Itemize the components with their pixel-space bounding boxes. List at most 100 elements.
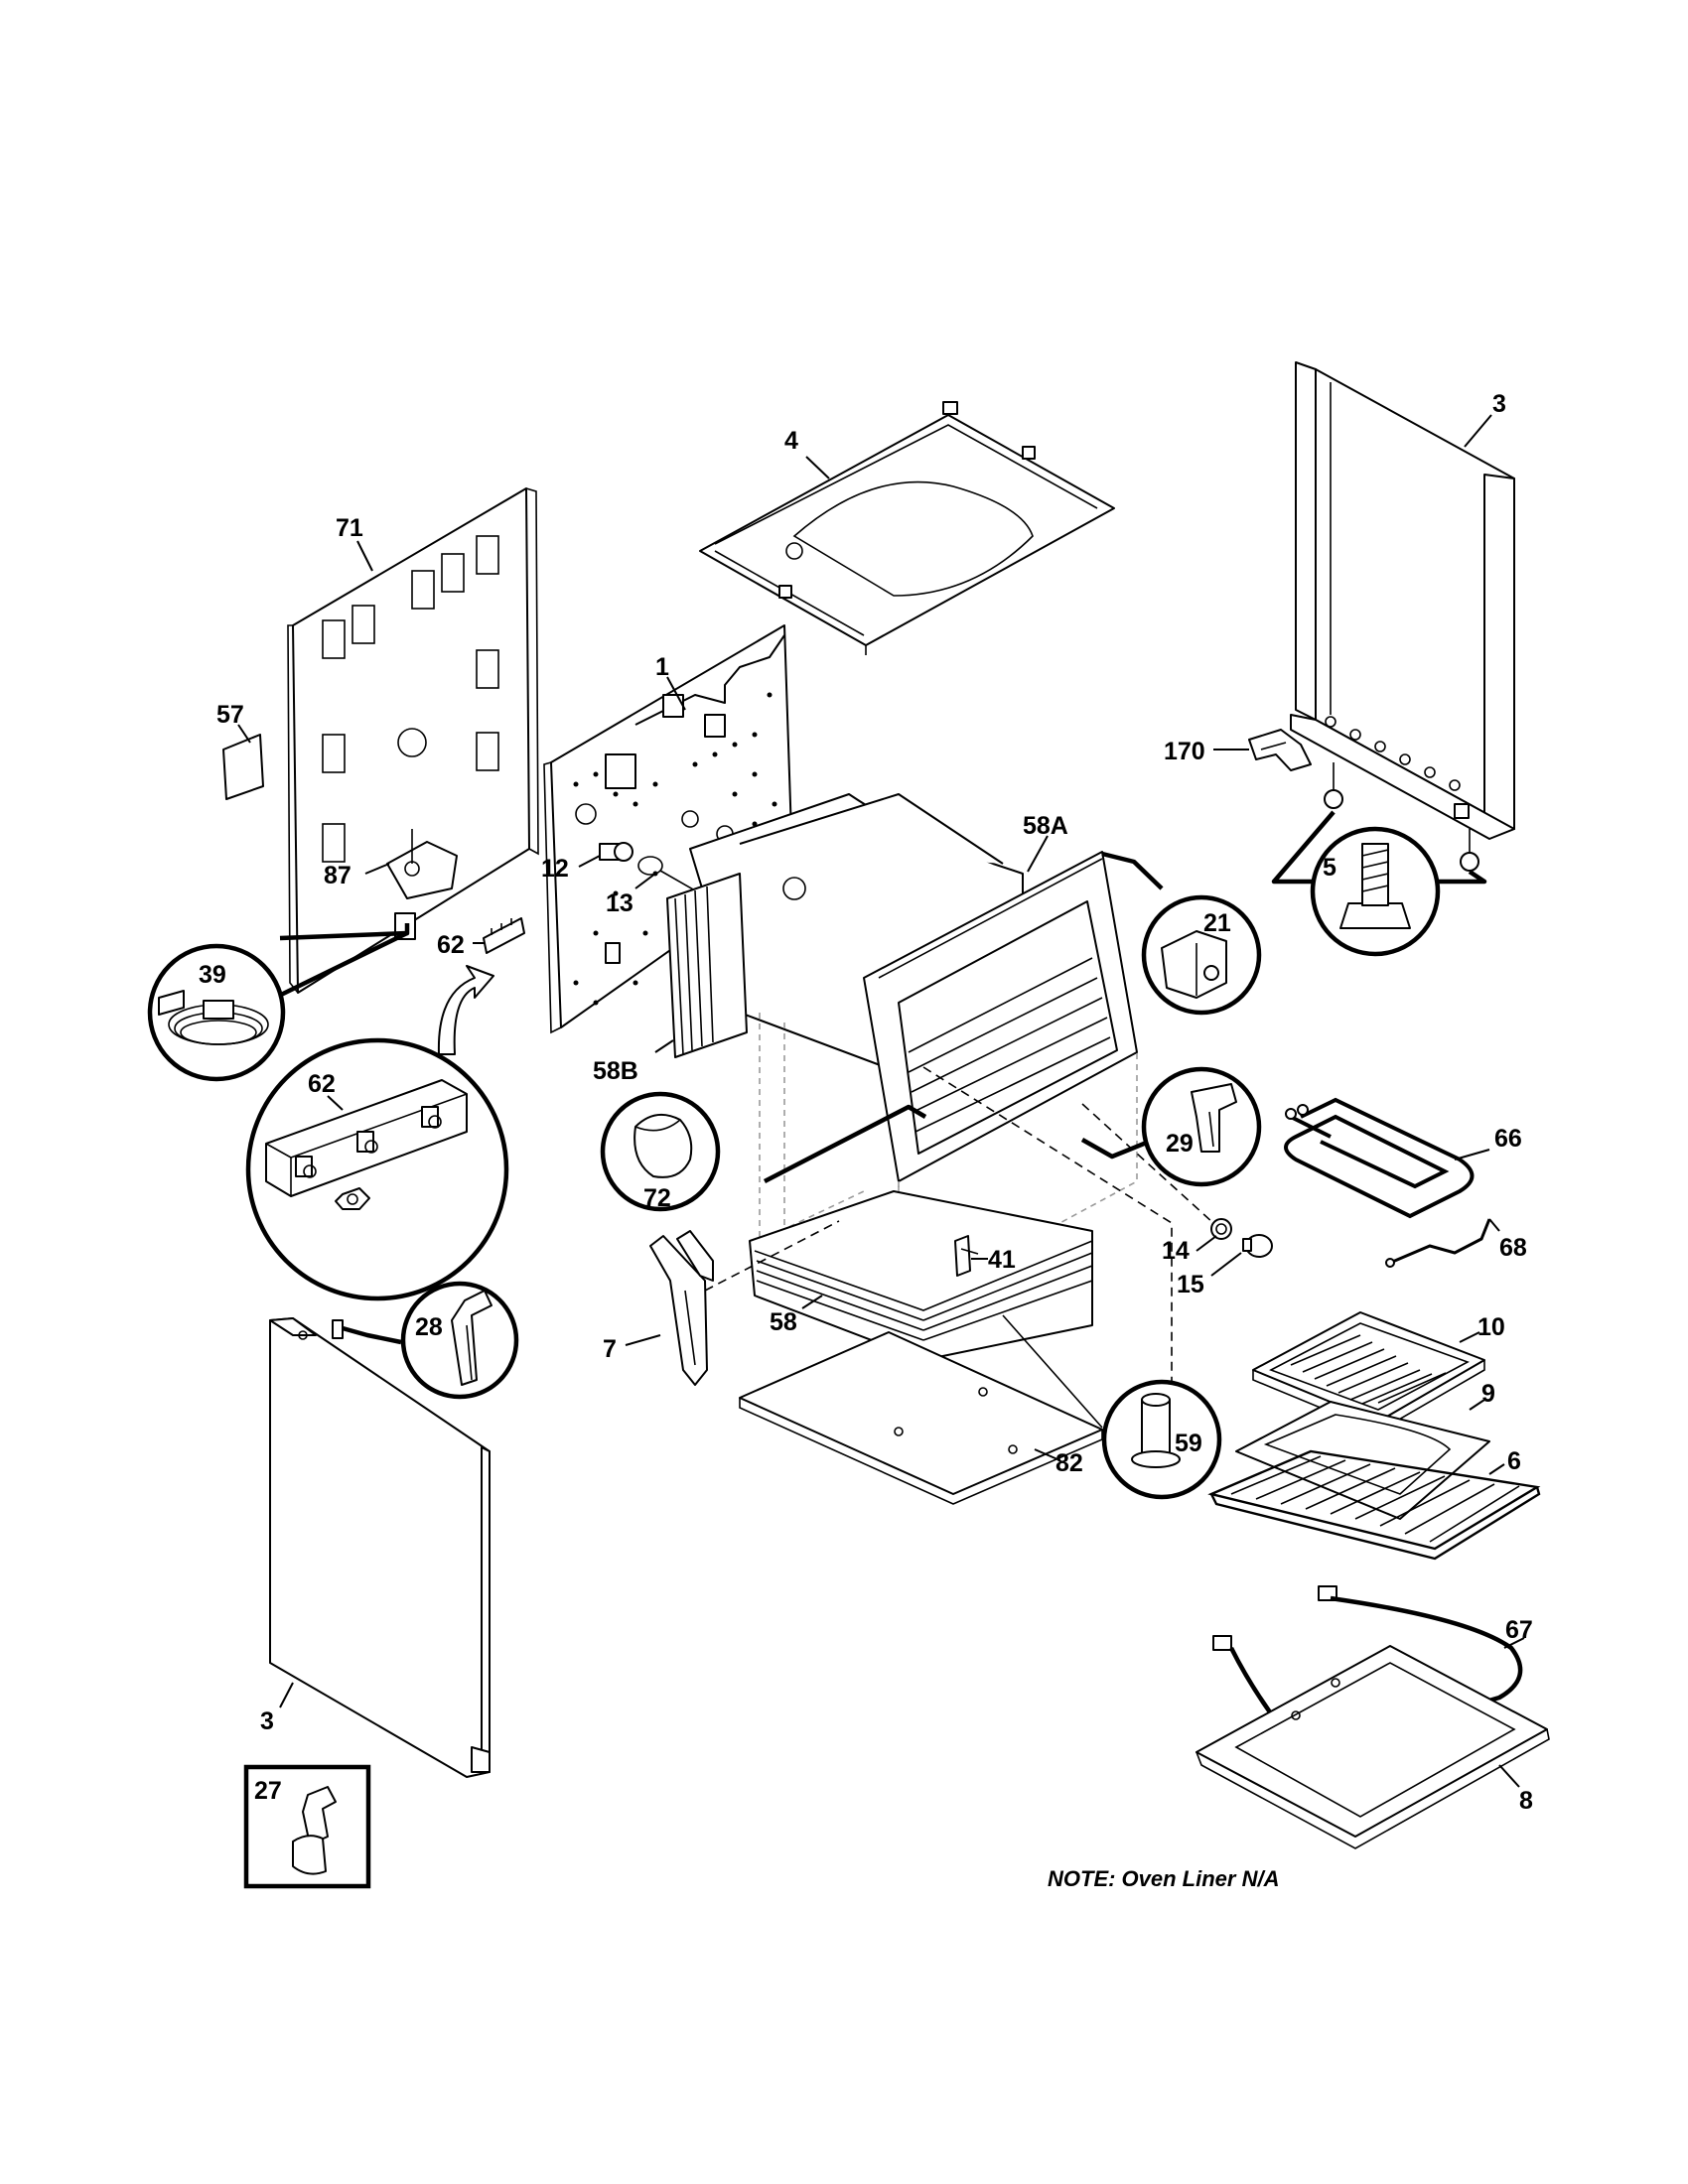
part-68-support-wire (1385, 1218, 1491, 1268)
label-87: 87 (324, 862, 352, 889)
label-7: 7 (603, 1335, 617, 1363)
part-3-right-side-panel (1290, 361, 1515, 840)
leader-87 (364, 863, 390, 875)
part-57-plate (222, 734, 264, 800)
leader-5-left (1271, 810, 1336, 885)
detail-box-27: 27 (243, 1764, 371, 1889)
label-72: 72 (643, 1184, 671, 1212)
label-12: 12 (541, 855, 569, 883)
label-68: 68 (1499, 1234, 1527, 1262)
detail-circle-39: 39 (147, 943, 286, 1082)
leader-68 (1488, 1218, 1500, 1232)
detail-circle-28: 28 (400, 1281, 519, 1400)
dash-hinge-guide (704, 1220, 840, 1292)
leader-58b (654, 1039, 674, 1053)
leader-4 (805, 456, 830, 479)
rear-panel-vents (322, 535, 499, 863)
label-58b: 58B (593, 1057, 638, 1085)
leader-28 (342, 1325, 402, 1345)
part-71-rear-panel (287, 487, 539, 994)
part-4-top-panel (699, 401, 1115, 655)
label-41: 41 (988, 1246, 1016, 1274)
part-3-left-side-panel (269, 1317, 491, 1778)
label-62-detail: 62 (308, 1070, 336, 1098)
label-8: 8 (1519, 1787, 1533, 1815)
leader-3-right (1464, 414, 1492, 448)
label-67: 67 (1505, 1616, 1533, 1644)
part-14-lamp-socket (1210, 1218, 1232, 1240)
part-62-terminal-block (483, 917, 525, 954)
part-7-door-hinge (649, 1230, 714, 1386)
label-5: 5 (1323, 854, 1336, 882)
leader-14 (1196, 1235, 1217, 1252)
part-6-oven-rack (1207, 1449, 1541, 1561)
part-41-bracket (954, 1235, 979, 1277)
insert-slots (1290, 1334, 1447, 1405)
label-57: 57 (216, 701, 244, 729)
label-4: 4 (784, 427, 798, 455)
label-66: 66 (1494, 1125, 1522, 1153)
label-27: 27 (254, 1777, 282, 1805)
label-21: 21 (1203, 909, 1231, 937)
part-28-clip-small (332, 1319, 344, 1339)
label-10: 10 (1477, 1313, 1505, 1341)
leader-7 (625, 1334, 661, 1346)
leader-67 (1503, 1637, 1525, 1649)
leader-57 (237, 724, 251, 744)
label-62: 62 (437, 931, 465, 959)
detail-circle-21: 21 (1141, 894, 1262, 1016)
detail-circle-29: 29 (1141, 1066, 1262, 1187)
detail-circle-5: 5 (1310, 826, 1441, 957)
leader-3-left (279, 1682, 294, 1708)
label-6: 6 (1507, 1447, 1521, 1475)
part-12-terminal (599, 842, 633, 862)
leader-58a (1027, 835, 1049, 873)
label-82: 82 (1055, 1449, 1083, 1477)
diagram-note: NOTE: Oven Liner N/A (1048, 1866, 1279, 1891)
label-3-left: 3 (260, 1707, 274, 1735)
detail-circle-72: 72 (600, 1091, 721, 1212)
label-29: 29 (1166, 1130, 1194, 1158)
label-13: 13 (606, 889, 633, 917)
label-71: 71 (336, 514, 363, 542)
detail-circle-59: 59 (1101, 1379, 1222, 1500)
label-59: 59 (1175, 1430, 1202, 1457)
leader-13 (634, 873, 656, 889)
label-1: 1 (655, 653, 669, 681)
label-58: 58 (770, 1308, 797, 1336)
detail-circle-62: 62 (245, 1037, 509, 1301)
label-170: 170 (1164, 738, 1205, 765)
leader-1 (666, 676, 686, 711)
oven-cavity-frame (759, 851, 1138, 1312)
part-8-oven-bottom (1196, 1645, 1550, 1849)
leader-39 (280, 930, 408, 998)
leader-5-right (1435, 870, 1487, 885)
leader-29 (1080, 1137, 1155, 1160)
part-58b-insulation-side (666, 873, 748, 1058)
label-9: 9 (1481, 1380, 1495, 1408)
leveling-legs (1324, 762, 1479, 872)
leader-62-detail (327, 1095, 344, 1111)
label-58a: 58A (1023, 812, 1068, 840)
dash-sensor-guide (922, 1066, 1173, 1390)
part-170-bracket (1248, 729, 1312, 771)
label-3-right: 3 (1492, 390, 1506, 418)
label-14: 14 (1162, 1237, 1190, 1265)
leader-6 (1488, 1463, 1505, 1475)
part-15-lamp-bulb (1242, 1234, 1273, 1258)
leader-21 (1101, 851, 1164, 890)
leader-8 (1498, 1764, 1520, 1788)
part-66-broil-element (1284, 1097, 1475, 1219)
leader-12 (578, 855, 601, 868)
leader-15 (1210, 1252, 1242, 1277)
leader-71 (356, 540, 373, 572)
leader-58 (801, 1295, 823, 1309)
part-58-bottom-insulation (749, 1190, 1093, 1361)
leader-72 (763, 1104, 927, 1183)
leader-66 (1454, 1149, 1490, 1160)
detail-arrow-62 (437, 965, 494, 1055)
leader-82 (1034, 1448, 1058, 1460)
label-15: 15 (1177, 1271, 1204, 1298)
leader-9 (1469, 1399, 1485, 1411)
